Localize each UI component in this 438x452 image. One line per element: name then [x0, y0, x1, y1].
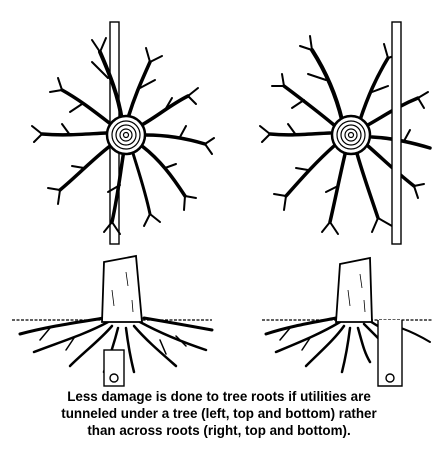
caption-line-1: Less damage is done to tree roots if uti… — [0, 388, 438, 405]
root-system — [266, 318, 430, 372]
trunk-cross-section — [332, 116, 370, 154]
figure-caption: Less damage is done to tree roots if uti… — [0, 388, 438, 439]
utility-pipe-end — [110, 374, 118, 382]
caption-line-3: than across roots (right, top and bottom… — [0, 422, 438, 439]
utility-pipe — [392, 22, 401, 244]
caption-line-2: tunneled under a tree (left, top and bot… — [0, 405, 438, 422]
trunk-cross-section — [107, 116, 145, 154]
top-right-plan-view — [260, 22, 430, 244]
top-left-plan-view — [32, 22, 214, 244]
bottom-right-side-view — [262, 258, 432, 386]
tree-trunk — [102, 256, 142, 322]
bottom-left-side-view — [12, 256, 212, 386]
utility-pipe-end — [386, 374, 394, 382]
tree-trunk — [336, 258, 372, 322]
